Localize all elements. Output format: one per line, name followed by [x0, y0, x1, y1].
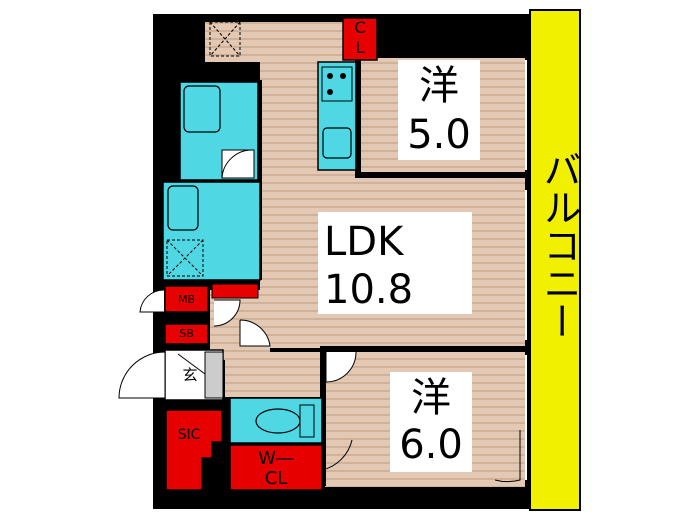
wall-south-room-left	[320, 346, 326, 486]
bathtub-icon	[183, 85, 221, 133]
shoe-box	[164, 323, 209, 345]
meter-box-label: MB	[177, 293, 196, 306]
wall-north-room-left	[355, 58, 361, 176]
room-name-ldk: LDK	[324, 219, 404, 265]
balcony-label: バルコニー	[537, 150, 581, 340]
label-bg-north	[398, 60, 480, 160]
burner-icon	[340, 73, 346, 79]
label-bg-ldk	[318, 212, 472, 314]
shoe-box-label: SB	[179, 327, 194, 340]
hall-door-swing	[213, 299, 241, 327]
walk-in-closet	[229, 444, 323, 491]
closet-door-swing	[379, 19, 401, 41]
shoe-in-closet-label: SIC	[177, 427, 201, 443]
room-size-western-south: 6.0	[399, 422, 463, 468]
toilet-tank-icon	[299, 404, 315, 438]
washbasin-icon	[167, 185, 199, 231]
stove-icon	[321, 66, 353, 102]
room-size-western-north: 5.0	[407, 112, 471, 158]
entrance-step	[204, 351, 224, 399]
closet-top-label-2: L	[355, 38, 365, 57]
bath-door	[221, 149, 255, 179]
toilet-bowl-icon	[255, 408, 301, 434]
room-size-ldk: 10.8	[324, 267, 414, 313]
burner-icon	[327, 73, 333, 79]
floor-corridor-south	[225, 352, 325, 397]
wic-door-swing	[321, 430, 353, 471]
wall-north-room-bottom	[355, 172, 525, 178]
storage-cross	[209, 21, 241, 57]
bath-door-swing	[221, 149, 253, 179]
closet-top	[342, 17, 378, 61]
wall-south-room-top	[320, 346, 525, 352]
walk-in-closet-label-2: CL	[264, 468, 288, 489]
balcony	[529, 9, 581, 511]
label-bg-south	[390, 372, 472, 472]
burner-icon	[327, 89, 333, 95]
south-closet-door-swing	[494, 430, 521, 483]
walk-in-closet-label-1: W―	[258, 448, 294, 469]
entrance-door-swing	[118, 351, 166, 399]
room-name-western-north: 洋	[419, 63, 459, 109]
closet-top-label-1: C	[354, 18, 366, 37]
red-strip	[211, 283, 259, 299]
shoe-in-closet	[165, 409, 223, 491]
washer-cross	[166, 239, 204, 277]
sink-icon	[322, 127, 352, 159]
entrance-door-line	[177, 353, 206, 375]
room-name-western-south: 洋	[411, 375, 451, 421]
meter-door-swing	[139, 289, 165, 313]
entrance-label: 玄	[182, 366, 198, 384]
south-room-door-swing	[325, 351, 357, 383]
wall-bath-right	[257, 80, 262, 280]
meter-box	[164, 285, 209, 313]
hall-door-swing-2	[239, 319, 271, 347]
